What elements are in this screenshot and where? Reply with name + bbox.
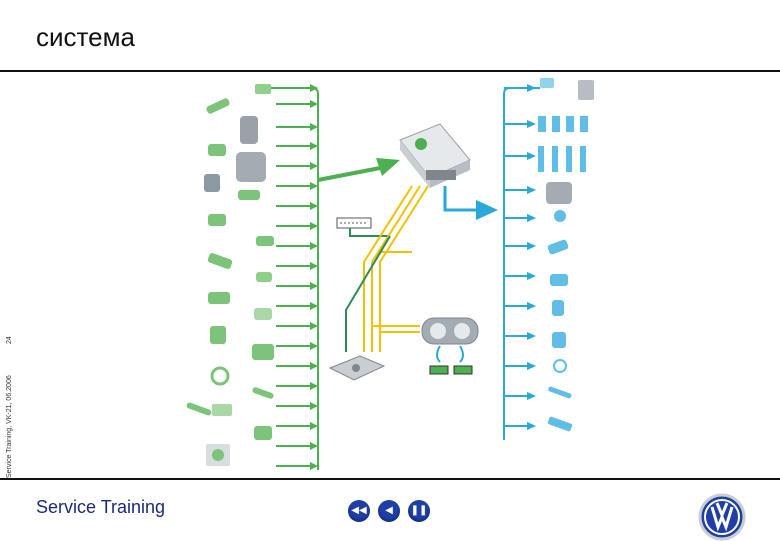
sensor-arrowhead bbox=[310, 322, 318, 330]
top-divider bbox=[0, 70, 780, 72]
sensor-arrowhead bbox=[310, 84, 318, 92]
gateway-unit bbox=[328, 355, 386, 381]
sensor-icon bbox=[212, 449, 224, 461]
sensor-icon bbox=[208, 144, 226, 156]
sensor-arrowhead bbox=[310, 422, 318, 430]
actuator-arrowhead bbox=[527, 84, 536, 92]
page-title: система bbox=[36, 22, 135, 52]
sensor-icon bbox=[238, 190, 260, 200]
sensor-arrowhead bbox=[310, 100, 318, 108]
sensor-icon bbox=[240, 116, 258, 144]
sensor-icon bbox=[254, 308, 272, 320]
actuator-icon bbox=[566, 146, 572, 172]
sensor-icon bbox=[256, 236, 274, 246]
sensor-icon bbox=[204, 174, 220, 192]
actuator-icon bbox=[540, 78, 554, 88]
sensor-icon bbox=[252, 344, 274, 360]
actuator-arrowhead bbox=[527, 302, 536, 310]
vw-logo-icon bbox=[698, 493, 746, 541]
actuator-arrowhead bbox=[527, 214, 536, 222]
sensor-icon bbox=[212, 404, 232, 416]
sensor-icon bbox=[208, 292, 230, 304]
sensor-arrowhead bbox=[310, 442, 318, 450]
actuator-icon bbox=[538, 116, 546, 132]
diagnostic-connector bbox=[336, 217, 390, 237]
actuator-icon bbox=[552, 116, 560, 132]
actuator-lines bbox=[504, 84, 536, 430]
instrument-cluster bbox=[421, 317, 479, 375]
actuator-icon bbox=[552, 300, 564, 316]
actuator-icon bbox=[546, 182, 572, 204]
sensor-arrowhead bbox=[310, 242, 318, 250]
actuator-icon bbox=[550, 274, 568, 286]
sensor-lines bbox=[276, 84, 318, 470]
actuator-icon bbox=[548, 386, 572, 399]
sensor-arrowhead bbox=[310, 162, 318, 170]
sensor-arrowhead bbox=[310, 142, 318, 150]
actuator-arrowhead bbox=[527, 152, 536, 160]
sensor-icon bbox=[254, 426, 272, 440]
skip-back-icon: ◀◀ bbox=[351, 505, 367, 516]
sensor-icon bbox=[210, 366, 230, 386]
sensor-icon bbox=[208, 214, 226, 226]
actuator-icon bbox=[566, 116, 574, 132]
footer-brand: Service Training bbox=[36, 497, 166, 517]
actuator-icon bbox=[553, 359, 567, 373]
sensor-arrowhead bbox=[310, 362, 318, 370]
sensor-icon bbox=[256, 272, 272, 282]
first-page-button[interactable]: ◀◀ bbox=[348, 500, 370, 522]
sensor-to-ecu-arrow bbox=[317, 158, 400, 182]
sensor-icon bbox=[255, 84, 271, 94]
pause-icon: ❚❚ bbox=[410, 505, 428, 516]
sensor-arrowhead bbox=[310, 302, 318, 310]
diagnostic-line bbox=[345, 235, 391, 352]
sensor-icon bbox=[186, 402, 212, 416]
actuator-icon bbox=[578, 80, 594, 100]
actuator-arrowhead bbox=[527, 422, 536, 430]
actuator-icon bbox=[547, 416, 573, 432]
sensor-arrowhead bbox=[310, 222, 318, 230]
actuator-arrowhead bbox=[527, 242, 536, 250]
sensor-icon bbox=[206, 98, 230, 114]
can-bus-lines bbox=[363, 185, 429, 352]
sensor-arrowhead bbox=[310, 462, 318, 470]
sensor-arrowhead bbox=[310, 182, 318, 190]
pause-button[interactable]: ❚❚ bbox=[408, 500, 430, 522]
sensor-icon bbox=[210, 326, 226, 344]
actuator-icon bbox=[580, 116, 588, 132]
sensor-icons bbox=[186, 84, 274, 466]
actuator-icon bbox=[547, 239, 569, 255]
sensor-icon bbox=[252, 387, 274, 399]
actuator-arrowhead bbox=[527, 392, 536, 400]
sensor-arrowhead bbox=[310, 282, 318, 290]
actuator-icon bbox=[554, 210, 566, 222]
bottom-divider bbox=[0, 478, 780, 480]
sensor-icon bbox=[236, 152, 266, 182]
sensor-arrowhead bbox=[310, 262, 318, 270]
engine-control-unit bbox=[399, 123, 471, 188]
ecu-to-actuator-arrow bbox=[443, 186, 498, 220]
actuator-arrowhead bbox=[527, 362, 536, 370]
actuator-arrowhead bbox=[527, 120, 536, 128]
sensor-arrowhead bbox=[310, 123, 318, 131]
back-icon: ◀ bbox=[385, 505, 393, 516]
sensor-arrowhead bbox=[310, 382, 318, 390]
actuator-arrowhead bbox=[527, 186, 536, 194]
actuator-icon bbox=[580, 146, 586, 172]
back-button[interactable]: ◀ bbox=[378, 500, 400, 522]
sensor-arrows bbox=[284, 88, 300, 104]
sensor-icon bbox=[207, 253, 233, 269]
actuator-icon bbox=[552, 332, 566, 348]
actuator-icon bbox=[538, 146, 544, 172]
actuator-icons bbox=[538, 78, 594, 432]
sensor-arrowhead bbox=[310, 202, 318, 210]
actuator-arrowhead bbox=[527, 332, 536, 340]
actuator-arrowhead bbox=[527, 272, 536, 280]
actuator-icon bbox=[552, 146, 558, 172]
sensor-arrowhead bbox=[310, 402, 318, 410]
actuator-bus bbox=[503, 87, 540, 440]
sensor-arrowhead bbox=[310, 342, 318, 350]
